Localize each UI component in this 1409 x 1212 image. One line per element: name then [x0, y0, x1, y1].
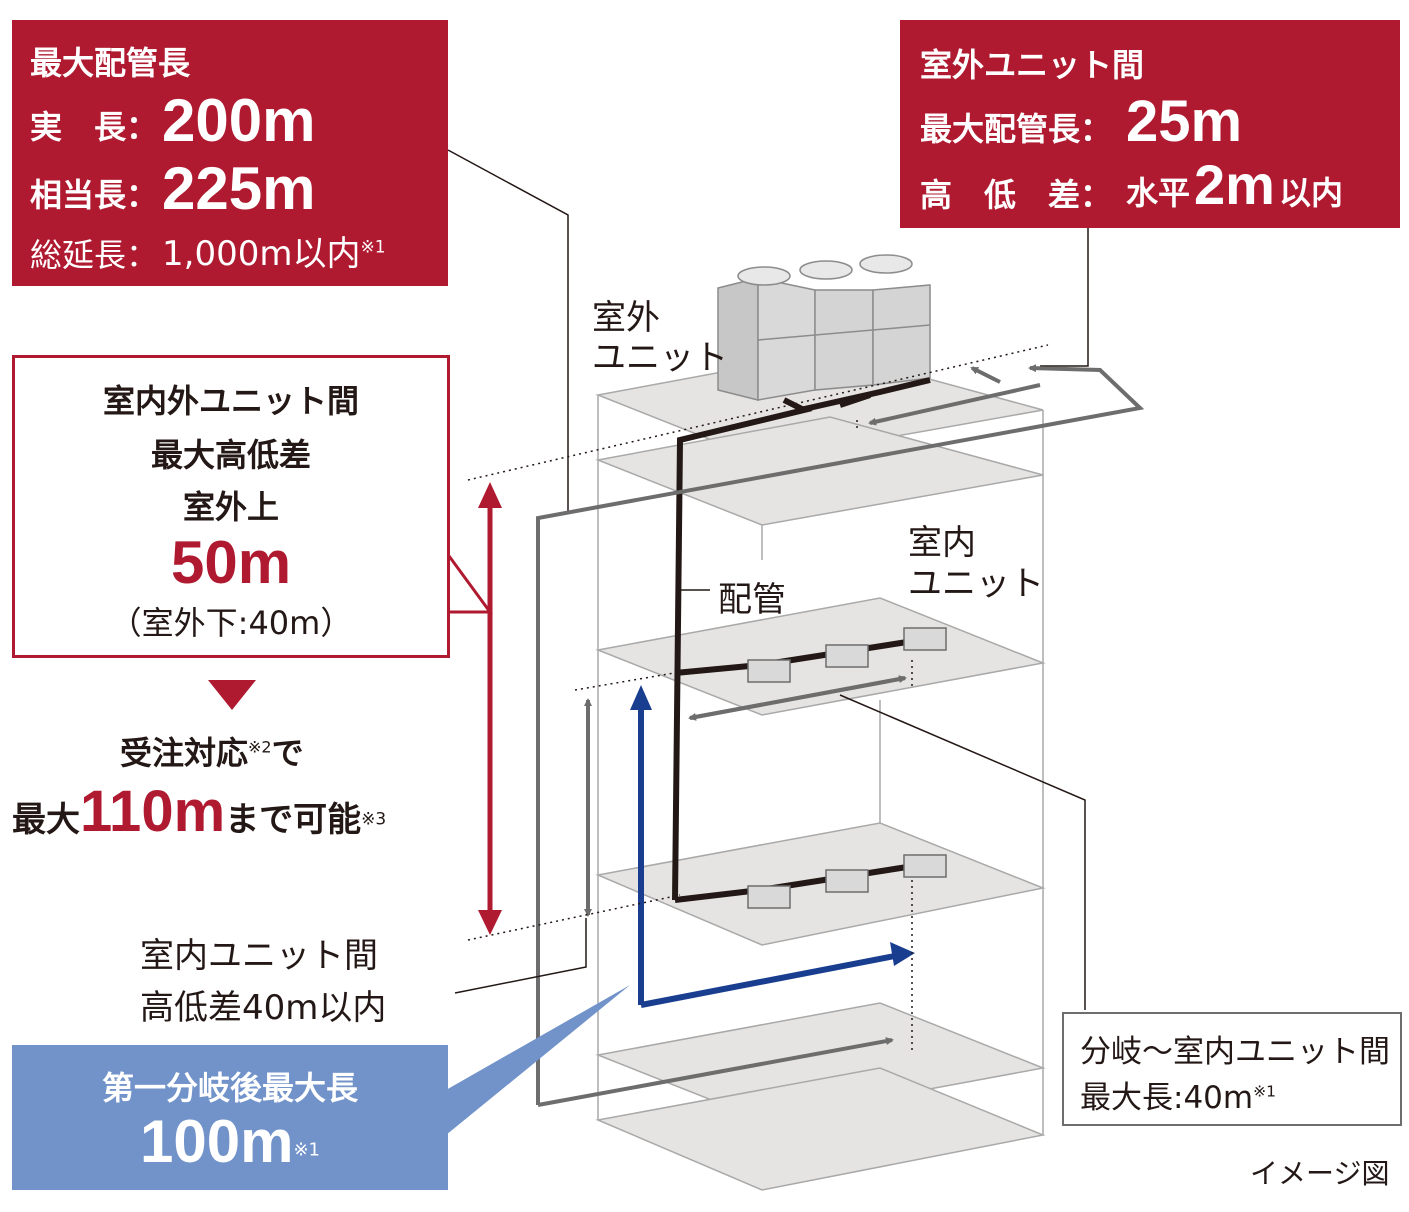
hd-sub: （室外下:40m）: [109, 604, 353, 642]
piping-label: 配管: [718, 580, 786, 620]
note-mark: ※1: [360, 237, 386, 258]
branch-line2: 最大長:40m※1: [1080, 1072, 1276, 1117]
hd-value: 50m: [170, 529, 292, 596]
image-note: イメージ図: [1250, 1157, 1390, 1190]
leader-line: [1040, 228, 1089, 367]
branch-value: 最大長:40m: [1080, 1080, 1254, 1116]
note-mark: ※1: [293, 1139, 320, 1161]
blue-callout-pointer: [446, 985, 630, 1135]
outdoor-height-label: 高 低 差：: [920, 176, 1113, 214]
indoor-diff-label-1: 室内ユニット間: [140, 936, 378, 976]
within-suffix: 以内: [1278, 174, 1343, 212]
note-mark: ※1: [1253, 1082, 1276, 1101]
outdoor-box-title: 室外ユニット間: [920, 46, 1145, 84]
equiv-length-value: 225m: [162, 155, 316, 222]
floor-slab: [595, 822, 1046, 946]
first-branch-value: 100m: [139, 1108, 294, 1175]
leader-line: [454, 918, 587, 994]
branch-to-indoor-box: 分岐～室内ユニット間 最大長:40m※1: [1062, 1012, 1402, 1126]
hd-line2: 最大高低差: [150, 436, 311, 474]
floor-slab: [595, 1002, 1046, 1121]
indoor-unit-graphic: [747, 627, 947, 909]
first-branch-box: 第一分岐後最大長 100m※1: [12, 1045, 448, 1190]
first-branch-value-row: 100m※1: [12, 1107, 448, 1176]
total-length-value: 1,000m以内※1: [162, 226, 386, 275]
hd-line3: 室外上: [182, 488, 279, 526]
note-mark: ※2: [248, 737, 272, 757]
blue-arrow: [638, 695, 901, 1008]
max-pipe-title: 最大配管長: [30, 44, 191, 82]
indoor-unit-label-2: ユニット: [908, 564, 1044, 604]
down-triangle: [208, 680, 256, 710]
first-branch-title: 第一分岐後最大長: [101, 1069, 358, 1107]
order-value: 110m: [80, 779, 226, 844]
total-length-text: 1,000m以内: [162, 234, 361, 274]
leader-line: [447, 149, 569, 512]
outdoor-unit-label-1: 室外: [592, 298, 660, 338]
hd-line1: 室内外ユニット間: [102, 382, 359, 420]
actual-length-value: 200m: [162, 87, 316, 154]
indoor-unit-label-1: 室内: [908, 523, 976, 563]
outdoor-unit-label-2: ユニット: [592, 338, 728, 378]
outdoor-max-value: 25m: [1126, 89, 1243, 154]
outdoor-max-label: 最大配管長：: [920, 110, 1113, 148]
branch-line1: 分岐～室内ユニット間: [1080, 1034, 1390, 1070]
horizontal-value: 2m: [1194, 153, 1275, 216]
order-tail: で: [271, 734, 304, 772]
order-suffix: まで可能: [225, 800, 362, 840]
height-difference-box: 室内外ユニット間 最大高低差 室外上 50m （室外下:40m）: [12, 355, 450, 658]
max-pipe-length-box: 最大配管長 実 長： 200m 相当長： 225m 総延長： 1,000m以内※…: [12, 20, 448, 286]
order-line2: 最大110mまで可能※3: [12, 778, 386, 845]
horizontal-prefix: 水平: [1126, 174, 1191, 212]
note-mark: ※3: [361, 809, 387, 830]
floor-slab: [595, 1067, 1046, 1191]
floor-slab: [595, 416, 1044, 526]
outdoor-unit-graphic: [717, 254, 931, 401]
order-line1: 受注対応※2で: [120, 728, 304, 774]
order-prefix: 最大: [12, 800, 80, 840]
order-text: 受注対応: [120, 734, 249, 772]
total-length-label: 総延長：: [30, 236, 159, 274]
equiv-length-label: 相当長：: [30, 176, 159, 214]
indoor-diff-label-2: 高低差40m以内: [140, 988, 387, 1028]
actual-length-label: 実 長：: [30, 108, 159, 146]
